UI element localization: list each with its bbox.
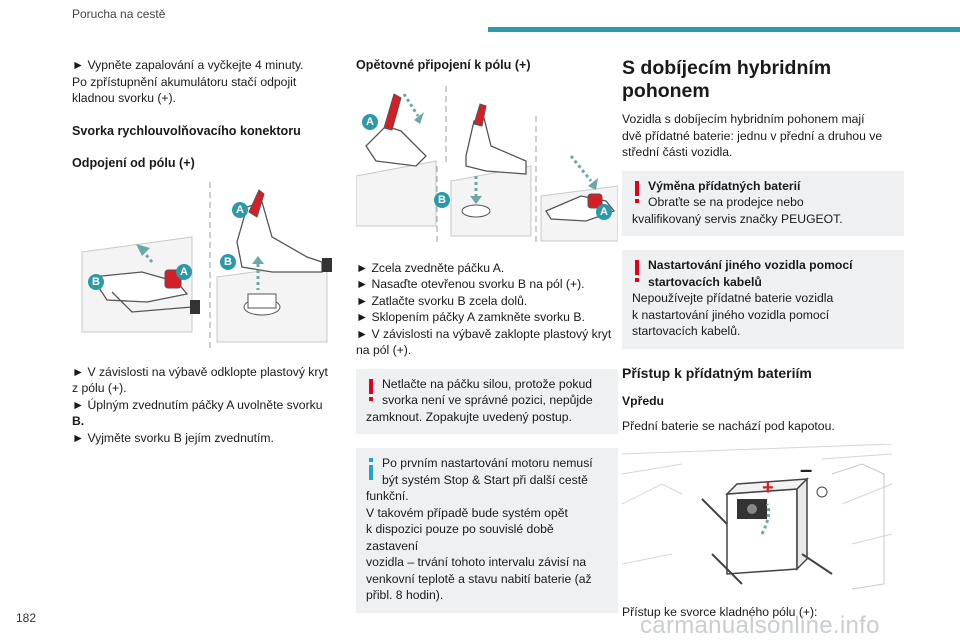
step-line: B.: [72, 414, 85, 428]
heading-reconnect: Opětovné připojení k pólu (+): [356, 58, 531, 72]
section-title-line1: S dobíjecím hybridním: [622, 57, 832, 79]
figure-reconnect: A B A: [355, 85, 619, 246]
figure-disconnect: A B A B: [72, 181, 334, 352]
info-line: venkovní teplotě a stavu nabití baterie …: [366, 571, 592, 586]
text-line: kladnou svorku (+).: [72, 91, 176, 105]
warning-line: startovacích kabelů.: [632, 324, 741, 338]
label-b-circle: B: [434, 191, 450, 208]
figure-front-battery: + –: [621, 443, 893, 594]
step-line: ► Sklopením páčky A zamkněte svorku B.: [356, 310, 585, 324]
label-b-circle: B: [88, 273, 104, 290]
warning-box-battery-replacement: Výměna přídatných baterií Obraťte se na …: [622, 170, 904, 236]
step-line: ► V závislosti na výbavě odklopte plasto…: [72, 364, 328, 379]
steps-disconnect: ► V závislosti na výbavě odklopte plasto…: [72, 364, 334, 447]
watermark: carmanualsonline.info: [640, 612, 880, 639]
warning-line: svorka není ve správné pozici, nepůjde: [382, 393, 593, 407]
text-line: ► Vypněte zapalování a vyčkejte 4 minuty…: [72, 58, 304, 72]
warning-box-lever: Netlačte na páčku silou, protože pokud s…: [356, 368, 618, 434]
subheading-front: Vpředu: [622, 394, 664, 408]
step-line: ► Zatlačte svorku B zcela dolů.: [356, 293, 528, 308]
warning-title: Nastartování jiného vozidla pomocí: [648, 258, 853, 272]
step-line: z pólu (+).: [72, 381, 127, 395]
intro-paragraph: Vozidla s dobíjecím hybridním pohonem ma…: [622, 111, 904, 161]
info-box-stop-start: Po prvním nastartování motoru nemusí být…: [356, 448, 618, 613]
label-a-circle: A: [362, 113, 378, 130]
warning-line: Obraťte se na prodejce nebo: [648, 195, 804, 209]
warning-box-jump-start: Nastartování jiného vozidla pomocí start…: [622, 250, 904, 349]
text-line: střední části vozidla.: [622, 145, 733, 159]
label-a-circle: A: [232, 201, 248, 218]
info-line: vozidla – trvání tohoto intervalu závisí…: [366, 555, 587, 569]
step-line: na pól (+).: [356, 343, 412, 357]
info-i-icon: [369, 458, 373, 480]
header-section-title: Porucha na cestě: [72, 7, 166, 21]
text-line: dvě přídatné baterie: jednu v přední a d…: [622, 128, 883, 143]
info-line: přibl. 8 hodin).: [366, 588, 444, 602]
label-b-circle: B: [220, 253, 236, 270]
front-battery-text: Přední baterie se nachází pod kapotou.: [622, 418, 835, 433]
page-number: 182: [16, 611, 37, 625]
access-plus-text: Přístup ke svorce kladného pólu (+):: [622, 605, 818, 619]
warning-exclamation-icon: [635, 260, 639, 282]
step-line: ► V závislosti na výbavě zaklopte plasto…: [356, 326, 612, 341]
heading-access-batteries: Přístup k přídatným bateriím: [622, 364, 812, 381]
column-right: S dobíjecím hybridním pohonem Vozidla s …: [621, 57, 904, 621]
plus-terminal-symbol: +: [762, 477, 774, 499]
warning-exclamation-icon: [369, 378, 373, 401]
column-left: ► Vypněte zapalování a vyčkejte 4 minuty…: [72, 57, 334, 446]
info-line: funkční.: [366, 489, 409, 503]
info-line: k dispozici pouze po souvislé době zasta…: [366, 522, 554, 553]
warning-title: Výměna přídatných baterií: [648, 178, 801, 193]
warning-line: k nastartování jiného vozidla pomocí: [632, 307, 830, 322]
label-a-circle: A: [176, 263, 192, 280]
step-line: ► Vyjměte svorku B jejím zvednutím.: [72, 430, 274, 445]
warning-line: kvalifikovaný servis značky PEUGEOT.: [632, 211, 843, 226]
column-middle: Opětovné připojení k pólu (+): [355, 57, 619, 613]
heading-disconnect: Odpojení od pólu (+): [72, 156, 195, 170]
step-line: ► Nasaďte otevřenou svorku B na pól (+).: [356, 277, 585, 291]
label-a-circle: A: [596, 203, 612, 220]
info-line: V takovém případě bude systém opět: [366, 505, 568, 520]
step-line: ► Zcela zvedněte páčku A.: [356, 260, 505, 275]
step-line: ► Úplným zvednutím páčky A uvolněte svor…: [72, 397, 323, 412]
warning-line: zamknout. Zopakujte uvedený postup.: [366, 409, 572, 424]
info-line: být systém Stop & Start při další cestě: [382, 472, 588, 487]
text-line: Po zpřístupnění akumulátoru stačí odpoji…: [72, 74, 297, 89]
header-accent-bar: [488, 27, 960, 32]
disconnect-illustration: [81, 181, 332, 352]
reconnect-illustration: [355, 85, 619, 246]
warning-exclamation-icon: [635, 180, 639, 203]
warning-line: Nepoužívejte přídatné baterie vozidla: [632, 291, 834, 305]
info-line: Po prvním nastartování motoru nemusí: [382, 456, 593, 470]
front-battery-illustration: [621, 443, 893, 590]
steps-reconnect: ► Zcela zvedněte páčku A. ► Nasaďte otev…: [356, 260, 618, 359]
warning-title: startovacích kabelů: [648, 274, 762, 289]
minus-terminal-symbol: –: [800, 457, 813, 482]
heading-quick-release: Svorka rychlouvolňovacího konektoru: [72, 123, 301, 138]
text-line: Vozidla s dobíjecím hybridním pohonem ma…: [622, 112, 865, 126]
warning-line: Netlačte na páčku silou, protože pokud: [382, 376, 593, 391]
section-title-line2: pohonem: [622, 80, 710, 102]
